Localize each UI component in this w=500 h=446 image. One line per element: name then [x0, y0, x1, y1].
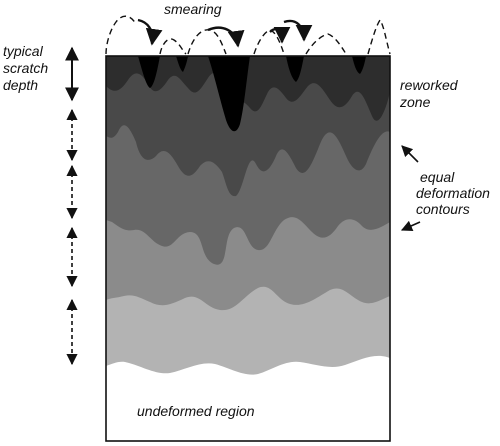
reworked-zone-line-1: reworked [400, 77, 459, 93]
reworked-zone-label: reworked zone [399, 77, 461, 110]
scratch-groove-3 [208, 56, 250, 132]
smearing-arrows [137, 18, 313, 48]
reworked-zone-line-2: zone [399, 94, 431, 110]
smearing-label: smearing [164, 1, 222, 17]
scratch-depth-label: typical scratch depth [3, 43, 52, 93]
dark-reworked-band [106, 56, 390, 121]
specimen-border [105, 55, 391, 442]
scratch-groove-1 [138, 56, 160, 88]
equal-contours-line-1: equal [420, 169, 455, 185]
scratch-depth-line-2: scratch [3, 60, 48, 76]
smeared-material-outlines [105, 15, 391, 55]
scratch-groove-5 [352, 56, 366, 74]
contour-pointer-arrows [400, 145, 421, 232]
scratch-depth-line-1: typical [3, 43, 44, 59]
scratch-depth-line-3: depth [3, 77, 38, 93]
equal-contours-line-2: deformation [416, 185, 490, 201]
scratch-groove-4 [286, 56, 304, 82]
scratch-groove-2 [176, 56, 188, 72]
equal-contours-label: equal deformation contours [416, 169, 494, 217]
undeformed-region-label: undeformed region [137, 403, 255, 419]
equal-contours-line-3: contours [416, 201, 470, 217]
deformation-layers [106, 56, 390, 441]
mid-dark-deformation-band [106, 56, 390, 197]
